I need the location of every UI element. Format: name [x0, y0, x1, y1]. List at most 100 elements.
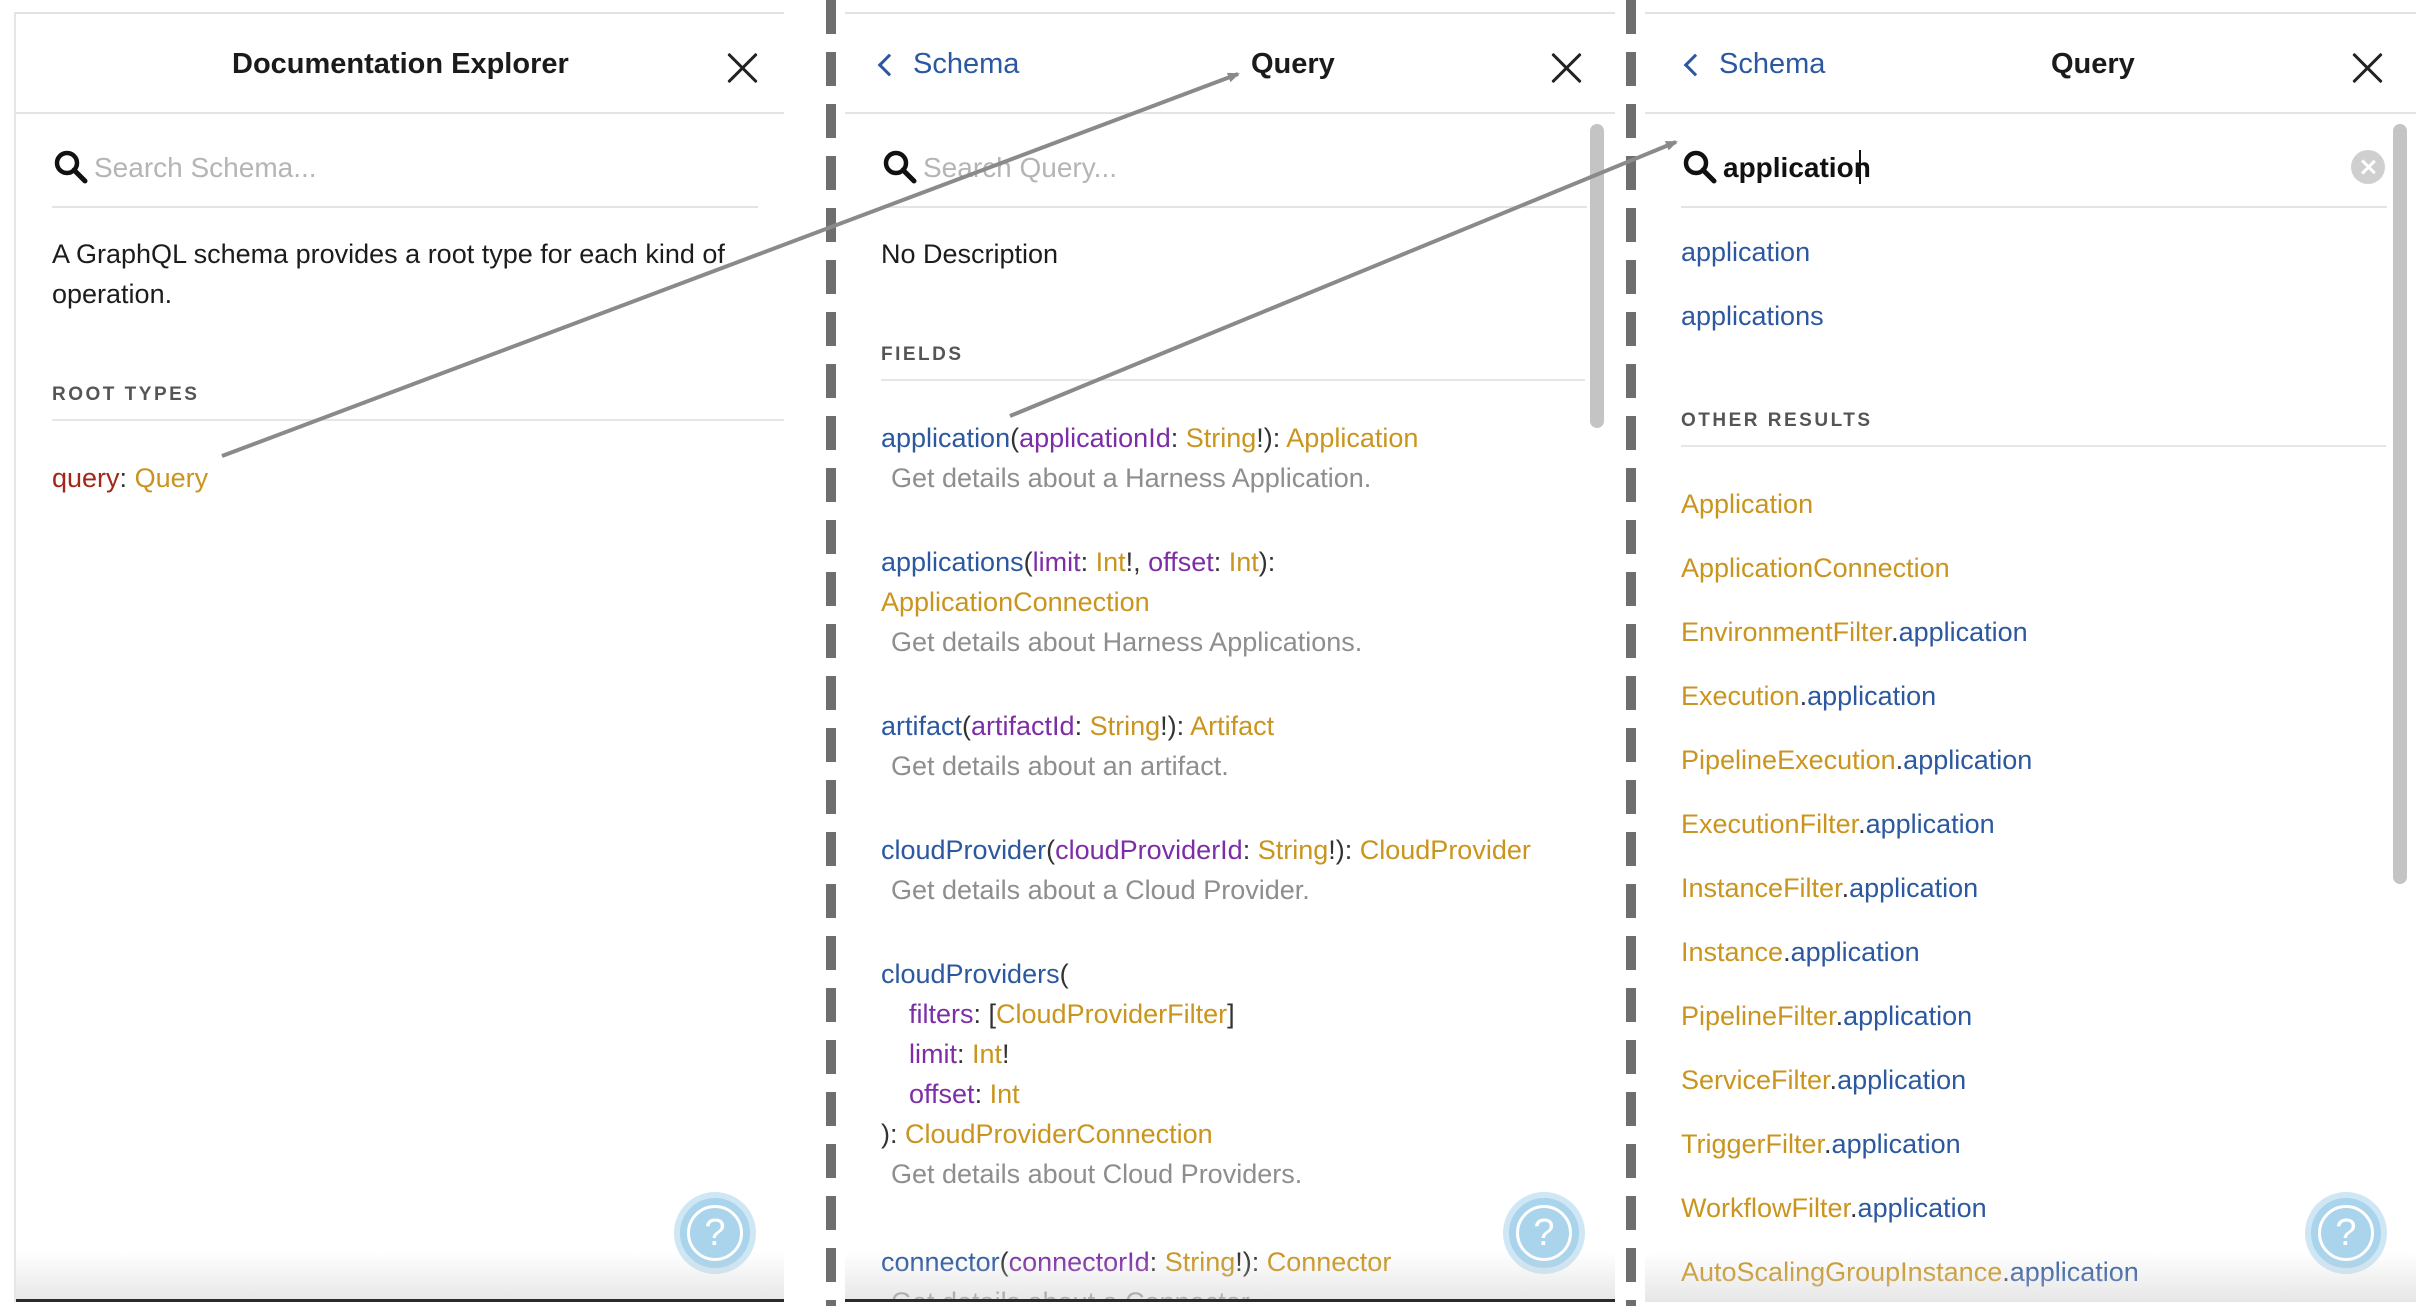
root-type-link[interactable]: Query	[134, 463, 209, 493]
search-input[interactable]: Search Schema...	[94, 152, 317, 183]
back-to-schema-link[interactable]: Schema	[1681, 48, 1825, 81]
other-result[interactable]: ServiceFilter.application	[1681, 1065, 1967, 1095]
field-applications: applications(limit: Int!, offset: Int): …	[881, 542, 1362, 662]
other-result[interactable]: EnvironmentFilter.application	[1681, 617, 2028, 647]
return-type-link[interactable]: Artifact	[1190, 711, 1275, 741]
other-result[interactable]: PipelineExecution.application	[1681, 745, 2033, 775]
close-icon[interactable]	[726, 52, 758, 84]
result-type: ExecutionFilter	[1681, 809, 1859, 839]
close-icon[interactable]	[1550, 52, 1582, 84]
other-result[interactable]: ExecutionFilter.application	[1681, 809, 1995, 839]
match-result[interactable]: application	[1681, 237, 1811, 267]
text-caret	[1859, 150, 1861, 184]
return-type-link[interactable]: Application	[1286, 423, 1419, 453]
help-button[interactable]: ?	[674, 1192, 756, 1274]
query-search-panel: Schema Query application application app…	[1645, 12, 2416, 1302]
root-keyword: query	[52, 463, 120, 493]
arg-name: offset	[1148, 547, 1214, 577]
help-button[interactable]: ?	[1503, 1192, 1585, 1274]
type-result[interactable]: Application	[1681, 489, 1814, 519]
back-to-schema-link[interactable]: Schema	[875, 48, 1019, 81]
description-line: A GraphQL schema provides a root type fo…	[52, 239, 725, 269]
arg-type-link[interactable]: CloudProviderFilter	[996, 999, 1228, 1029]
result-field: application	[1790, 937, 1920, 967]
return-type-link[interactable]: CloudProviderConnection	[905, 1119, 1213, 1149]
type-description: No Description	[881, 239, 1059, 269]
return-type-link[interactable]: CloudProvider	[1359, 835, 1531, 865]
field-cloudprovider: cloudProvider(cloudProviderId: String!):…	[881, 830, 1531, 910]
field-name-link[interactable]: application	[881, 423, 1011, 453]
arg-name: artifactId	[971, 711, 1075, 741]
panel-header: Schema Query	[845, 14, 1615, 114]
result-field: application	[1849, 873, 1979, 903]
arg-type-link[interactable]: String	[1257, 835, 1329, 865]
scrollbar[interactable]	[1590, 124, 1604, 428]
scrollbar[interactable]	[2393, 124, 2407, 884]
field-name-link[interactable]: applications	[881, 547, 1024, 577]
documentation-explorer-panel: Documentation Explorer Search Schema... …	[14, 12, 784, 1302]
other-result[interactable]: AutoScalingGroupInstance.application	[1681, 1257, 2139, 1287]
panel-header: Documentation Explorer	[16, 14, 784, 114]
field-application: application(applicationId: String!): App…	[881, 418, 1418, 498]
help-icon: ?	[1516, 1205, 1572, 1261]
result-type: PipelineFilter	[1681, 1001, 1836, 1031]
chevron-left-icon	[877, 53, 901, 76]
field-description: Get details about a Cloud Provider.	[891, 875, 1310, 905]
field-connector: connector(connectorId: String!): Connect…	[881, 1242, 1391, 1302]
search-icon	[1683, 150, 1717, 184]
match-result[interactable]: applications	[1681, 301, 1824, 331]
search-input[interactable]: Search Query...	[923, 152, 1118, 183]
type-result[interactable]: ApplicationConnection	[1681, 553, 1950, 583]
chevron-left-icon	[1683, 53, 1707, 76]
field-description: Get details about Harness Applications.	[891, 627, 1363, 657]
field-name-link[interactable]: cloudProviders	[881, 959, 1060, 989]
result-field: application	[1865, 809, 1995, 839]
search-query-field[interactable]: Search Query...	[881, 140, 1587, 208]
arg-type-link[interactable]: String	[1089, 711, 1161, 741]
help-button[interactable]: ?	[2305, 1192, 2387, 1274]
result-type: AutoScalingGroupInstance	[1681, 1257, 2003, 1287]
arg-name: limit	[1032, 547, 1081, 577]
other-result[interactable]: Instance.application	[1681, 937, 1920, 967]
other-result[interactable]: WorkflowFilter.application	[1681, 1193, 1987, 1223]
other-result[interactable]: Execution.application	[1681, 681, 1937, 711]
field-description: Get details about Cloud Providers.	[891, 1159, 1303, 1189]
clear-search-icon[interactable]	[2351, 150, 2385, 184]
search-query-field[interactable]: application	[1681, 140, 2387, 208]
arg-type-link[interactable]: Int	[1095, 547, 1126, 577]
search-schema-field[interactable]: Search Schema...	[52, 140, 758, 208]
field-description: Get details about a Connector.	[891, 1287, 1256, 1302]
result-field: application	[1903, 745, 2033, 775]
arg-type-link[interactable]: Int	[972, 1039, 1003, 1069]
result-type: WorkflowFilter	[1681, 1193, 1851, 1223]
arg-type-link[interactable]: String	[1185, 423, 1257, 453]
result-type: Instance	[1681, 937, 1784, 967]
panel-title: Query	[2051, 48, 2135, 80]
close-icon[interactable]	[2351, 52, 2383, 84]
root-type-query[interactable]: query: Query	[52, 458, 208, 498]
return-type-link[interactable]: ApplicationConnection	[881, 587, 1150, 617]
result-field: application	[1807, 681, 1937, 711]
result-field: application	[1898, 617, 2028, 647]
arg-type-link[interactable]: String	[1164, 1247, 1236, 1277]
divider	[881, 379, 1585, 381]
result-type: EnvironmentFilter	[1681, 617, 1892, 647]
arg-type-link[interactable]: Int	[1228, 547, 1259, 577]
other-result[interactable]: TriggerFilter.application	[1681, 1129, 1961, 1159]
field-name-link[interactable]: artifact	[881, 711, 963, 741]
other-result[interactable]: InstanceFilter.application	[1681, 873, 1979, 903]
other-result[interactable]: PipelineFilter.application	[1681, 1001, 1973, 1031]
back-label: Schema	[913, 48, 1020, 80]
search-input[interactable]: application	[1723, 152, 1871, 183]
help-icon: ?	[2318, 1205, 2374, 1261]
panel-title: Query	[1251, 48, 1335, 80]
section-root-types: ROOT TYPES	[52, 384, 200, 405]
panel-title: Documentation Explorer	[232, 48, 569, 80]
field-name-link[interactable]: connector	[881, 1247, 1000, 1277]
field-name-link[interactable]: cloudProvider	[881, 835, 1047, 865]
arg-type-link[interactable]: Int	[989, 1079, 1020, 1109]
query-docs-panel: Schema Query Search Query... No Descript…	[845, 12, 1615, 1302]
panel-header: Schema Query	[1645, 14, 2416, 114]
field-artifact: artifact(artifactId: String!): Artifact …	[881, 706, 1274, 786]
return-type-link[interactable]: Connector	[1266, 1247, 1392, 1277]
